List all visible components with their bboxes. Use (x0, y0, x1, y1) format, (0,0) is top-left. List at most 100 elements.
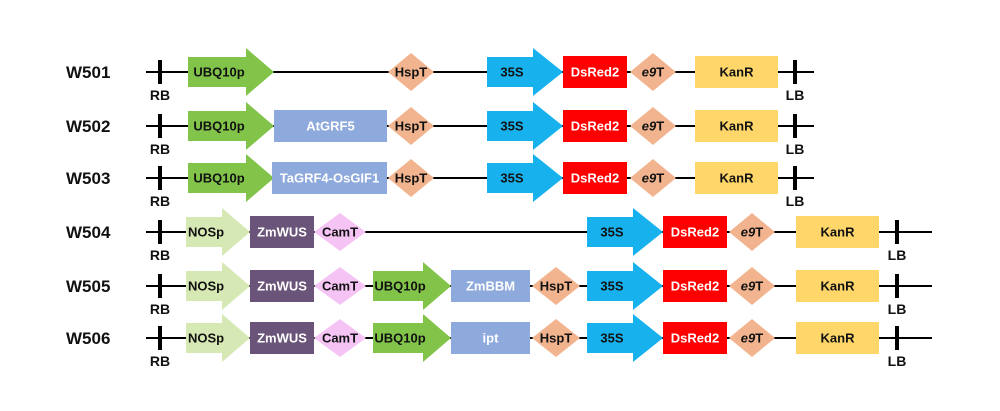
element-kanr: KanR (695, 162, 778, 194)
element-label: e9T (642, 65, 664, 80)
terminator-diamond (729, 267, 775, 305)
element-hspt: HspT (388, 53, 434, 91)
element-dsred2: DsRed2 (663, 322, 727, 354)
element-label: DsRed2 (671, 279, 719, 294)
element-label: UBQ10p (193, 171, 244, 186)
element-kanr: KanR (796, 216, 879, 248)
element-label: HspT (395, 65, 428, 80)
element-hspt: HspT (532, 319, 580, 357)
element-label: UBQ10p (193, 119, 244, 134)
element-label: e9T (741, 279, 763, 294)
element-box (274, 110, 387, 142)
construct-name: W502 (66, 117, 110, 136)
element-ubq10p: UBQ10p (373, 314, 451, 362)
promoter-arrow (373, 262, 451, 310)
arrow-shape (487, 48, 563, 96)
element-label: CamT (322, 279, 358, 294)
terminator-diamond (388, 53, 434, 91)
terminator-diamond (630, 53, 676, 91)
element-label: 35S (600, 331, 623, 346)
element-label: ZmWUS (257, 331, 307, 346)
element-label: e9T (741, 331, 763, 346)
element-label: ZmWUS (257, 279, 307, 294)
construct-name: W503 (66, 169, 110, 188)
element-camt: CamT (314, 213, 366, 251)
element-box (796, 270, 879, 302)
element-label: HspT (540, 279, 573, 294)
construct-name: W504 (66, 223, 111, 242)
right-border-label: RB (150, 193, 170, 209)
element-box (663, 216, 727, 248)
element-label: DsRed2 (571, 171, 619, 186)
right-border-label: RB (150, 141, 170, 157)
terminator-diamond (729, 213, 775, 251)
element-ubq10p: UBQ10p (373, 262, 451, 310)
element-label: CamT (322, 225, 358, 240)
element-label: UBQ10p (374, 279, 425, 294)
arrow-shape (587, 262, 663, 310)
element-label: AtGRF5 (306, 119, 354, 134)
element-kanr: KanR (695, 110, 778, 142)
element-camt: CamT (314, 267, 366, 305)
element-zmbbm: ZmBBM (451, 270, 530, 302)
element-label: e9T (642, 171, 664, 186)
element-35s: 35S (587, 314, 663, 362)
element-dsred2: DsRed2 (663, 270, 727, 302)
element-dsred2: DsRed2 (663, 216, 727, 248)
element-zmwus: ZmWUS (250, 270, 314, 302)
element-box (796, 322, 879, 354)
promoter-arrow (186, 314, 250, 362)
element-label: KanR (821, 279, 856, 294)
element-box (250, 322, 314, 354)
left-border-label: LB (786, 87, 805, 103)
element-kanr: KanR (796, 270, 879, 302)
promoter-arrow (373, 314, 451, 362)
terminator-diamond (388, 107, 434, 145)
element-ubq10p: UBQ10p (188, 154, 274, 202)
element-tagrf4-osgif1: TaGRF4-OsGIF1 (272, 162, 387, 194)
element-label: KanR (821, 225, 856, 240)
terminator-diamond (630, 107, 676, 145)
element-zmwus: ZmWUS (250, 216, 314, 248)
element-box (663, 270, 727, 302)
element-nosp: NOSp (186, 314, 250, 362)
element-dsred2: DsRed2 (563, 110, 627, 142)
element-box (250, 270, 314, 302)
right-border-label: RB (150, 87, 170, 103)
element-label: NOSp (188, 225, 224, 240)
arrow-shape (487, 154, 563, 202)
terminator-diamond (314, 267, 366, 305)
element-dsred2: DsRed2 (563, 56, 627, 88)
element-nosp: NOSp (186, 208, 250, 256)
left-border-label: LB (786, 141, 805, 157)
element-label: 35S (500, 171, 523, 186)
element-label: DsRed2 (671, 225, 719, 240)
element-label: KanR (720, 119, 755, 134)
element-e9t: e9T (729, 267, 775, 305)
element-box (563, 110, 627, 142)
element-e9t: e9T (630, 53, 676, 91)
element-box (272, 162, 387, 194)
element-label: NOSp (188, 279, 224, 294)
element-atgrf5: AtGRF5 (274, 110, 387, 142)
element-label: 35S (600, 279, 623, 294)
element-35s: 35S (587, 208, 663, 256)
element-box (563, 162, 627, 194)
element-label: ipt (483, 331, 500, 346)
element-box (796, 216, 879, 248)
element-camt: CamT (314, 319, 366, 357)
terminator-diamond (729, 319, 775, 357)
left-border-label: LB (888, 301, 907, 317)
arrow-shape (587, 314, 663, 362)
terminator-diamond (314, 319, 366, 357)
element-label: UBQ10p (374, 331, 425, 346)
element-box (451, 270, 530, 302)
element-e9t: e9T (630, 159, 676, 197)
element-kanr: KanR (796, 322, 879, 354)
element-nosp: NOSp (186, 262, 250, 310)
left-border-label: LB (888, 247, 907, 263)
